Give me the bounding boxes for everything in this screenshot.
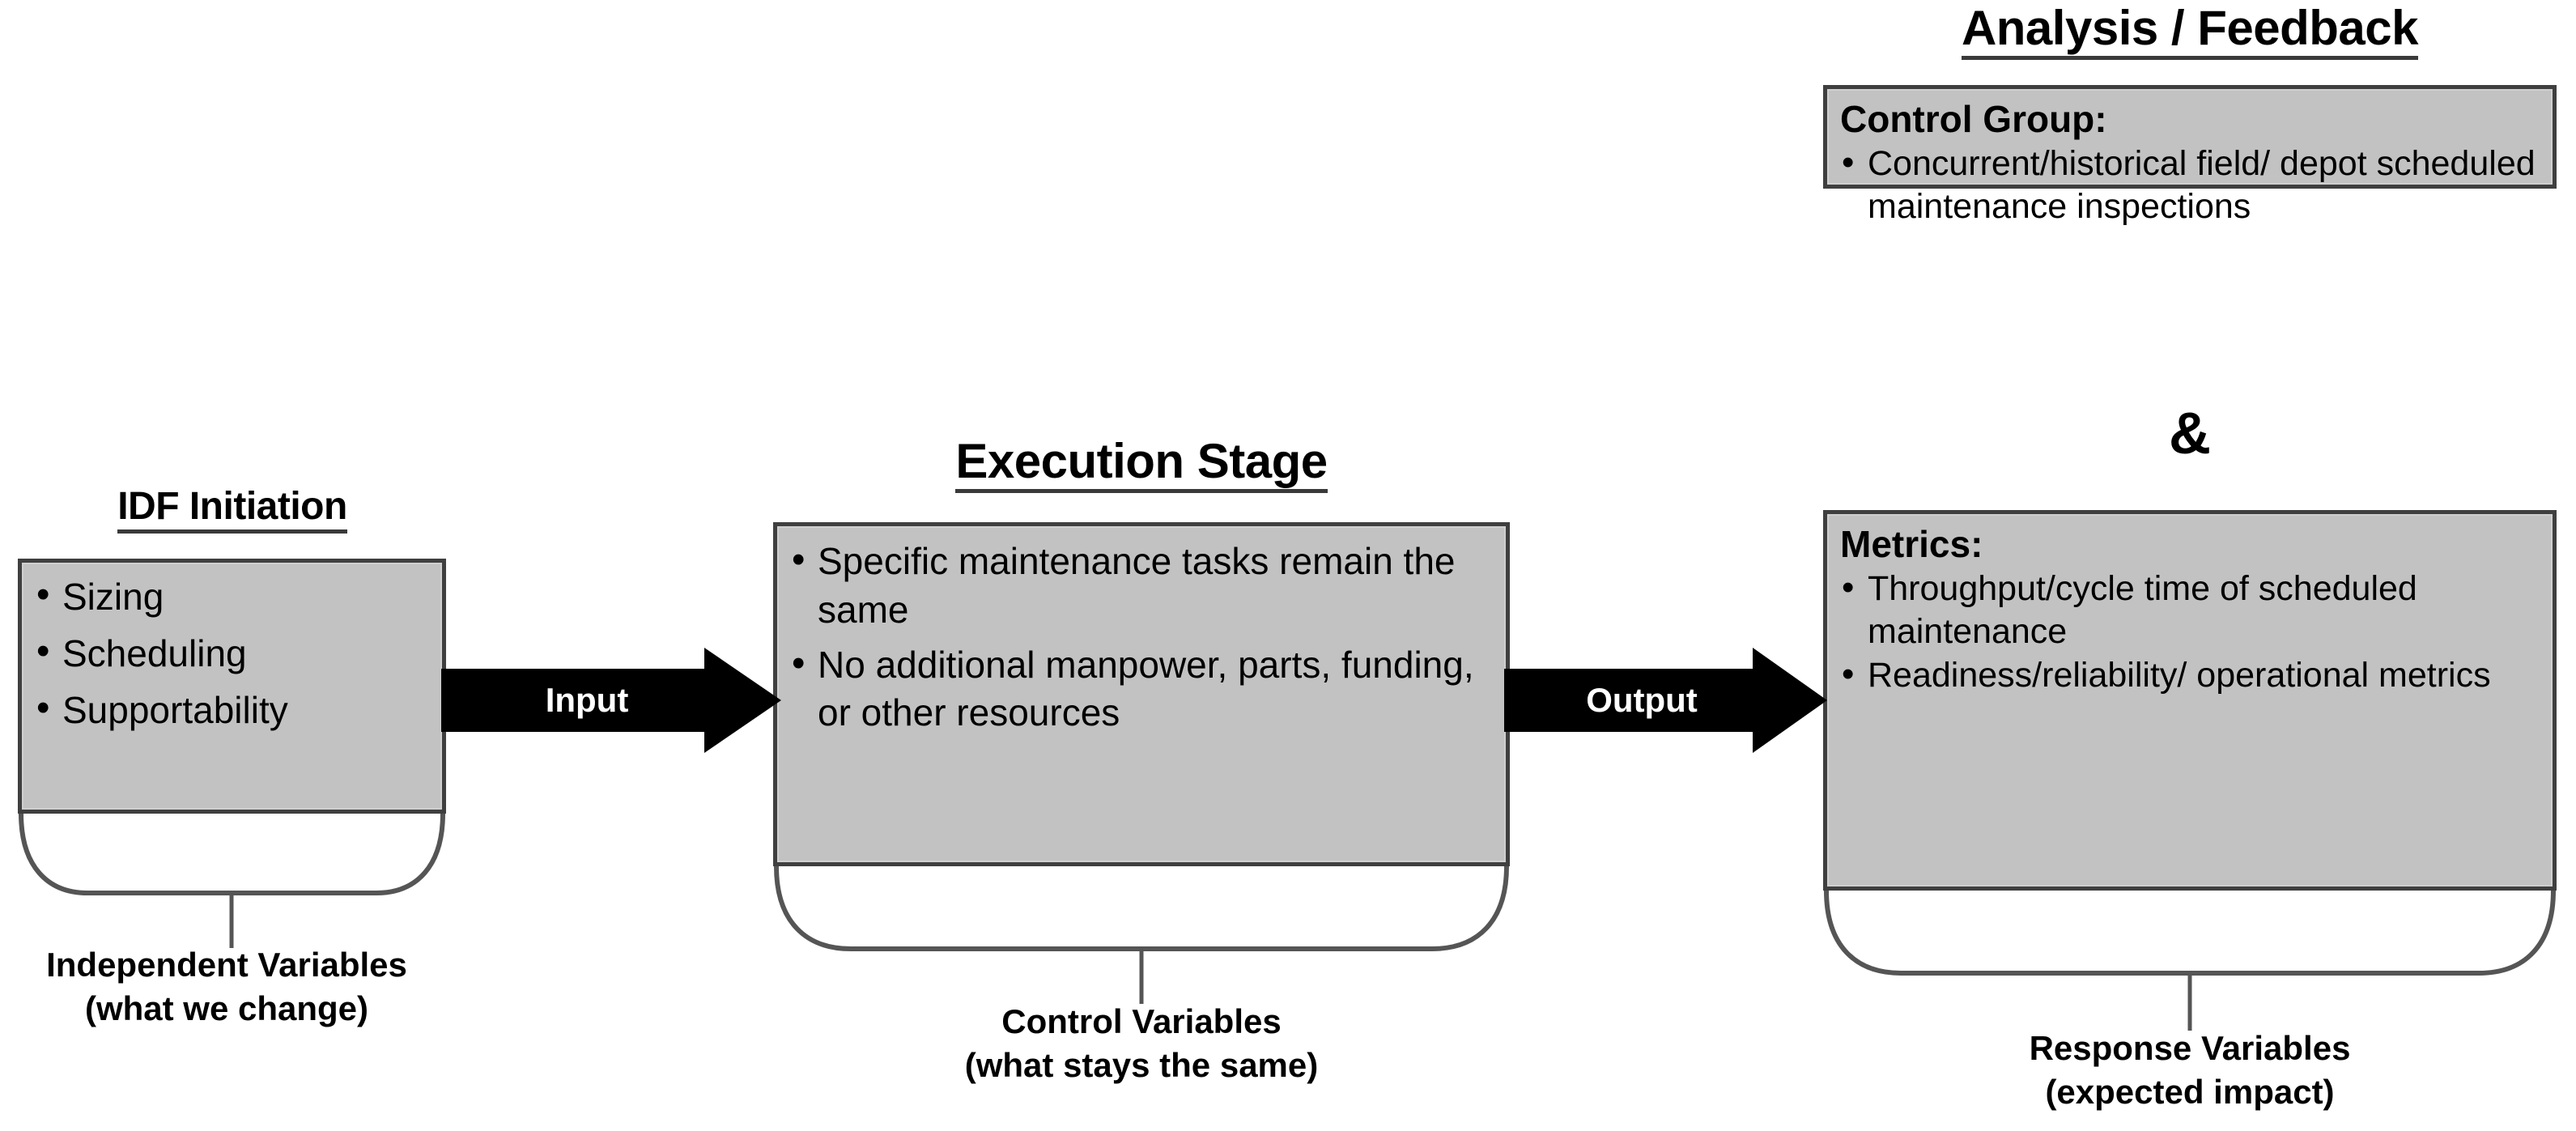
list-item: Throughput/cycle time of scheduled maint… <box>1840 566 2541 653</box>
control-variables-caption: Control Variables (what stays the same) <box>773 1000 1510 1087</box>
response-variables-brace <box>1823 889 2557 1031</box>
list-item: Concurrent/historical field/ depot sched… <box>1840 141 2541 227</box>
metrics-heading: Metrics: <box>1840 523 1983 565</box>
control-variables-caption-line1: Control Variables <box>1001 1002 1282 1040</box>
analysis-feedback-title-text: Analysis / Feedback <box>1961 2 2419 60</box>
control-variables-caption-line2: (what stays the same) <box>964 1045 1319 1084</box>
analysis-feedback-title: Analysis / Feedback <box>1823 0 2557 60</box>
metrics-bullet-list: Throughput/cycle time of scheduled maint… <box>1840 566 2541 696</box>
control-group-box: Control Group: Concurrent/historical fie… <box>1823 85 2557 226</box>
response-variables-caption-line1: Response Variables <box>2029 1029 2351 1067</box>
output-arrow-label: Output <box>1586 681 1698 719</box>
independent-variables-caption: Independent Variables (what we change) <box>0 943 453 1031</box>
execution-bullet-list: Specific maintenance tasks remain the sa… <box>790 535 1494 738</box>
independent-variables-caption-line1: Independent Variables <box>46 946 407 984</box>
execution-stage-box-inner: Specific maintenance tasks remain the sa… <box>777 526 1506 862</box>
response-variables-caption: Response Variables (expected impact) <box>1823 1027 2557 1114</box>
input-arrow-head <box>704 648 781 753</box>
input-arrow: Input <box>441 648 781 753</box>
list-item: Scheduling <box>35 628 431 676</box>
idf-initiation-title: IDF Initiation <box>18 484 447 534</box>
list-item: Supportability <box>35 685 431 733</box>
list-item: No additional manpower, parts, funding, … <box>790 639 1494 738</box>
output-arrow: Output <box>1504 648 1828 753</box>
idf-initiation-box: Sizing Scheduling Supportability <box>18 559 446 814</box>
input-arrow-label: Input <box>545 681 629 719</box>
execution-stage-title: Execution Stage <box>773 433 1510 493</box>
ampersand-symbol: & <box>2169 402 2211 466</box>
list-item: Sizing <box>35 572 431 619</box>
list-item: Readiness/reliability/ operational metri… <box>1840 653 2541 696</box>
list-item: Specific maintenance tasks remain the sa… <box>790 535 1494 635</box>
output-arrow-shaft <box>1504 669 1757 732</box>
control-group-heading: Control Group: <box>1840 98 2107 140</box>
independent-variables-caption-line2: (what we change) <box>84 989 369 1027</box>
response-variables-caption-line2: (expected impact) <box>2045 1072 2335 1111</box>
idf-initiation-box-inner: Sizing Scheduling Supportability <box>22 563 442 810</box>
input-arrow-shaft <box>441 669 708 732</box>
control-group-box-inner: Control Group: Concurrent/historical fie… <box>1827 89 2553 226</box>
idf-initiation-bullet-list: Sizing Scheduling Supportability <box>35 572 431 733</box>
metrics-box-inner: Metrics: Throughput/cycle time of schedu… <box>1827 514 2553 887</box>
control-variables-brace <box>773 865 1510 1004</box>
execution-stage-title-text: Execution Stage <box>955 436 1328 493</box>
metrics-box: Metrics: Throughput/cycle time of schedu… <box>1823 510 2557 891</box>
idf-initiation-title-text: IDF Initiation <box>117 486 347 534</box>
output-arrow-head <box>1753 648 1827 753</box>
execution-stage-box: Specific maintenance tasks remain the sa… <box>773 522 1510 866</box>
control-group-bullet-list: Concurrent/historical field/ depot sched… <box>1840 141 2541 227</box>
independent-variables-brace <box>18 812 446 948</box>
